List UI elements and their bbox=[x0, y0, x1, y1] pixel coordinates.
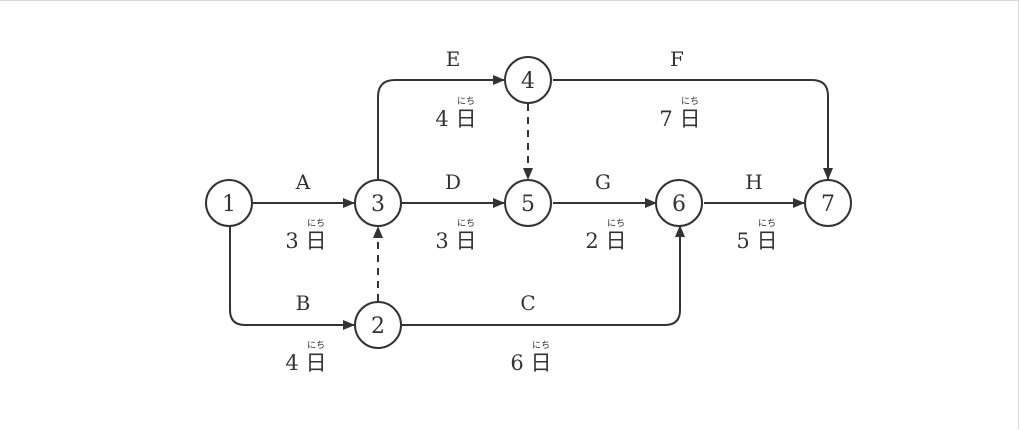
activity-G-unit: 日 bbox=[606, 229, 627, 253]
edge-B bbox=[229, 226, 355, 330]
node-6: 6 bbox=[655, 179, 703, 227]
node-5-label: 5 bbox=[521, 192, 535, 217]
activity-F-label: F bbox=[670, 47, 684, 71]
node-6-label: 6 bbox=[672, 192, 686, 217]
activity-B-ruby: にち bbox=[307, 340, 325, 351]
activity-E-unit: 日 bbox=[456, 107, 477, 131]
activity-E-duration: にち 4 日 bbox=[435, 96, 476, 131]
node-7-label: 7 bbox=[821, 192, 835, 217]
activity-B-days: 4 bbox=[285, 351, 298, 375]
activity-F-unit: 日 bbox=[680, 107, 701, 131]
activity-A-unit: 日 bbox=[306, 229, 327, 253]
activity-D-duration: にち 3 日 bbox=[435, 218, 476, 253]
activity-E-days: 4 bbox=[435, 107, 448, 131]
activity-C-days: 6 bbox=[510, 351, 523, 375]
activity-C-ruby: にち bbox=[532, 340, 550, 351]
activity-F-days: 7 bbox=[659, 107, 672, 131]
activity-F-duration: にち 7 日 bbox=[659, 96, 700, 131]
activity-G-duration: にち 2 日 bbox=[585, 218, 626, 253]
activity-F-ruby: にち bbox=[681, 96, 699, 107]
node-3: 3 bbox=[354, 179, 402, 227]
node-2-label: 2 bbox=[371, 314, 385, 339]
activity-B-unit: 日 bbox=[306, 351, 327, 375]
activity-E-ruby: にち bbox=[457, 96, 475, 107]
activity-C-unit: 日 bbox=[531, 351, 552, 375]
edge-E bbox=[377, 75, 505, 180]
activity-B-duration: にち 4 日 bbox=[285, 340, 326, 375]
activity-D-unit: 日 bbox=[456, 229, 477, 253]
activity-E-label: E bbox=[446, 47, 461, 71]
node-7: 7 bbox=[804, 179, 852, 227]
activity-D-ruby: にち bbox=[457, 218, 475, 229]
node-1: 1 bbox=[205, 179, 253, 227]
activity-C-label: C bbox=[520, 291, 535, 315]
activity-C-duration: にち 6 日 bbox=[510, 340, 551, 375]
activity-A-days: 3 bbox=[285, 229, 298, 253]
activity-H-label: H bbox=[745, 170, 762, 194]
activity-A-label: A bbox=[295, 170, 311, 194]
activity-A-ruby: にち bbox=[307, 218, 325, 229]
activity-G-days: 2 bbox=[585, 229, 598, 253]
activity-H-duration: にち 5 日 bbox=[736, 218, 777, 253]
activity-H-ruby: にち bbox=[758, 218, 776, 229]
edge-C bbox=[401, 225, 685, 326]
activity-H-unit: 日 bbox=[757, 229, 778, 253]
activity-B-label: B bbox=[296, 291, 311, 315]
edge-F bbox=[553, 79, 833, 180]
node-3-label: 3 bbox=[371, 192, 385, 217]
activity-D-label: D bbox=[445, 170, 461, 194]
activity-G-ruby: にち bbox=[607, 218, 625, 229]
activity-G-label: G bbox=[595, 170, 611, 194]
activity-A-duration: にち 3 日 bbox=[285, 218, 326, 253]
activity-D-days: 3 bbox=[435, 229, 448, 253]
node-2: 2 bbox=[354, 301, 402, 349]
node-4-label: 4 bbox=[521, 69, 535, 94]
node-1-label: 1 bbox=[222, 192, 236, 217]
node-4: 4 bbox=[504, 56, 552, 104]
activity-H-days: 5 bbox=[736, 229, 749, 253]
node-5: 5 bbox=[504, 179, 552, 227]
